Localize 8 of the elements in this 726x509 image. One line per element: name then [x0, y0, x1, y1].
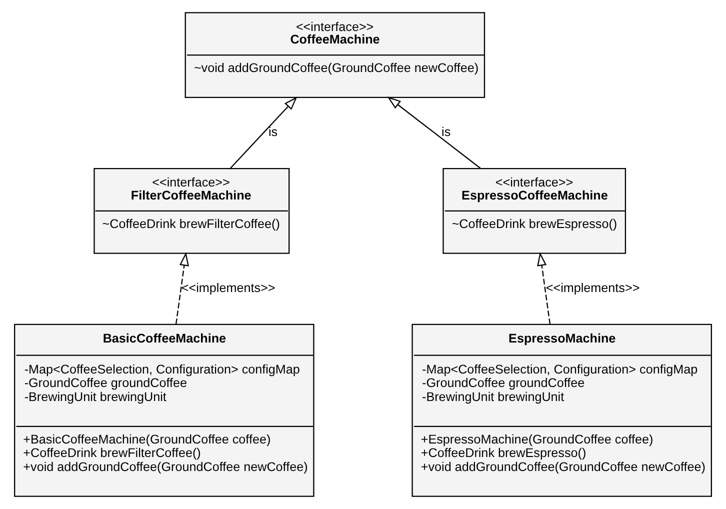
arrow	[230, 96, 298, 169]
edge-label: is	[268, 125, 278, 140]
edge-label: <<implements>>	[181, 281, 276, 296]
arrow	[175, 252, 189, 324]
arrow	[387, 96, 481, 169]
arrow	[537, 252, 551, 324]
edge-label: <<implements>>	[546, 281, 640, 296]
edge-label: is	[442, 125, 451, 140]
